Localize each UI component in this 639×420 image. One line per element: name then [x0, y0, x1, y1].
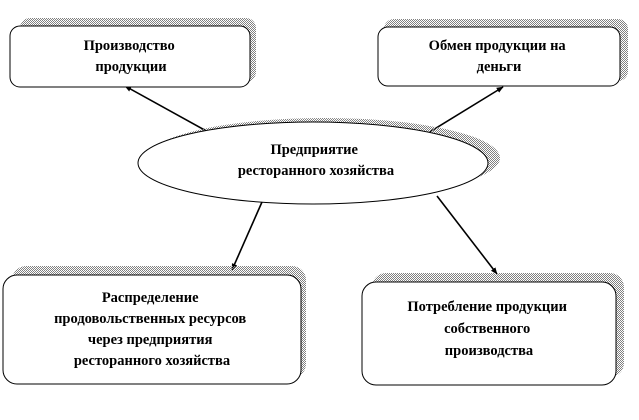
node-center-line-1: Предприятие — [270, 142, 358, 158]
node-center-ellipse — [137, 121, 489, 205]
node-center-label: Предприятие ресторанного хозяйства — [238, 142, 395, 179]
node-exchange-line-1: Обмен продукции на — [429, 38, 567, 54]
node-exchange-box — [377, 26, 621, 87]
node-center-line-2: ресторанного хозяйства — [238, 163, 395, 179]
node-consumption-line-2: собственного — [444, 321, 530, 337]
arrow-center-to-production — [124, 85, 211, 134]
node-consumption-label: Потребление продукции собственного произ… — [407, 299, 570, 359]
node-distribution-line-4: ресторанного хозяйства — [74, 353, 231, 369]
node-exchange-line-2: деньги — [477, 59, 522, 75]
node-production-line-1: Производство — [84, 38, 175, 54]
node-distribution-line-3: через предприятия — [88, 332, 213, 348]
connectors — [124, 85, 504, 275]
node-exchange: Обмен продукции на деньги — [377, 19, 628, 87]
node-production-line-2: продукции — [95, 59, 166, 75]
node-production: Производство продукции — [9, 18, 256, 88]
node-production-box — [9, 25, 251, 88]
arrow-center-to-consumption — [436, 195, 498, 275]
node-distribution-line-1: Распределение — [102, 290, 199, 306]
arrow-center-to-distribution — [231, 201, 263, 271]
node-production-label: Производство продукции — [84, 38, 179, 75]
arrow-center-to-exchange — [427, 86, 504, 134]
node-exchange-label: Обмен продукции на деньги — [429, 38, 570, 75]
node-distribution-box — [2, 274, 302, 385]
node-consumption-line-3: производства — [445, 343, 534, 359]
node-center: Предприятие ресторанного хозяйства — [137, 118, 500, 205]
node-consumption-line-1: Потребление продукции — [407, 299, 567, 315]
node-distribution-line-2: продовольственных ресурсов — [54, 311, 246, 327]
node-distribution: Распределение продовольственных ресурсов… — [2, 266, 306, 385]
node-consumption-box — [361, 281, 617, 386]
node-distribution-label: Распределение продовольственных ресурсов… — [54, 290, 250, 369]
node-consumption: Потребление продукции собственного произ… — [361, 273, 624, 386]
